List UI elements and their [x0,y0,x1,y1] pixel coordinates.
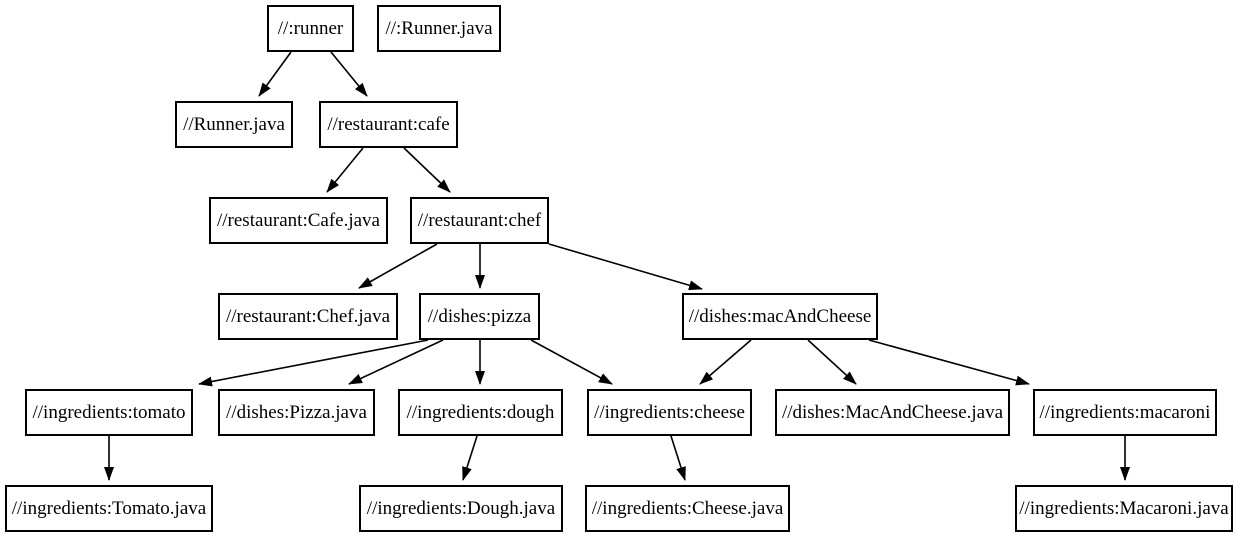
node-ingredients-cheese: //ingredients:cheese [587,389,752,436]
node-dishes-mac-and-cheese: //dishes:macAndCheese [682,293,878,340]
node-dishes-mac-and-cheese-java: //dishes:MacAndCheese.java [775,389,1010,436]
node-ingredients-dough-java: //ingredients:Dough.java [359,485,563,532]
node-ingredients-dough: //ingredients:dough [398,389,563,436]
node-dishes-pizza: //dishes:pizza [419,293,540,340]
edge-mac-and-cheese-to-cheese [699,339,752,385]
edge-dough-to-dough-java [462,435,478,481]
node-runner: //:runner [267,5,354,52]
edge-cheese-to-cheese-java [670,435,686,481]
edge-pizza-to-cheese [530,339,613,385]
node-ingredients-macaroni: //ingredients:macaroni [1033,389,1217,436]
edge-cafe-to-cafe-java [326,147,364,193]
node-ingredients-cheese-java: //ingredients:Cheese.java [585,485,790,532]
node-dishes-pizza-java: //dishes:Pizza.java [218,389,375,436]
node-ingredients-macaroni-java: //ingredients:Macaroni.java [1015,485,1233,532]
node-restaurant-cafe: //restaurant:cafe [319,101,458,148]
edge-mac-and-cheese-to-macaroni [868,339,1030,386]
edge-runner-to-runner-java [258,51,292,97]
node-runner-java-top: //:Runner.java [377,5,501,52]
edge-pizza-to-tomato [198,339,429,387]
node-runner-java: //Runner.java [175,101,293,148]
edge-chef-to-mac-and-cheese [548,243,703,291]
edge-cafe-to-chef [403,147,451,193]
edge-pizza-to-pizza-java [348,339,444,385]
edge-mac-and-cheese-to-mac-and-cheese-java [807,339,857,385]
node-ingredients-tomato-java: //ingredients:Tomato.java [5,485,213,532]
node-restaurant-chef-java: //restaurant:Chef.java [218,293,398,340]
node-restaurant-chef: //restaurant:chef [410,197,549,244]
edge-runner-to-restaurant-cafe [330,51,368,97]
edge-chef-to-chef-java [358,243,438,289]
node-restaurant-cafe-java: //restaurant:Cafe.java [209,197,388,244]
node-ingredients-tomato: //ingredients:tomato [25,389,193,436]
